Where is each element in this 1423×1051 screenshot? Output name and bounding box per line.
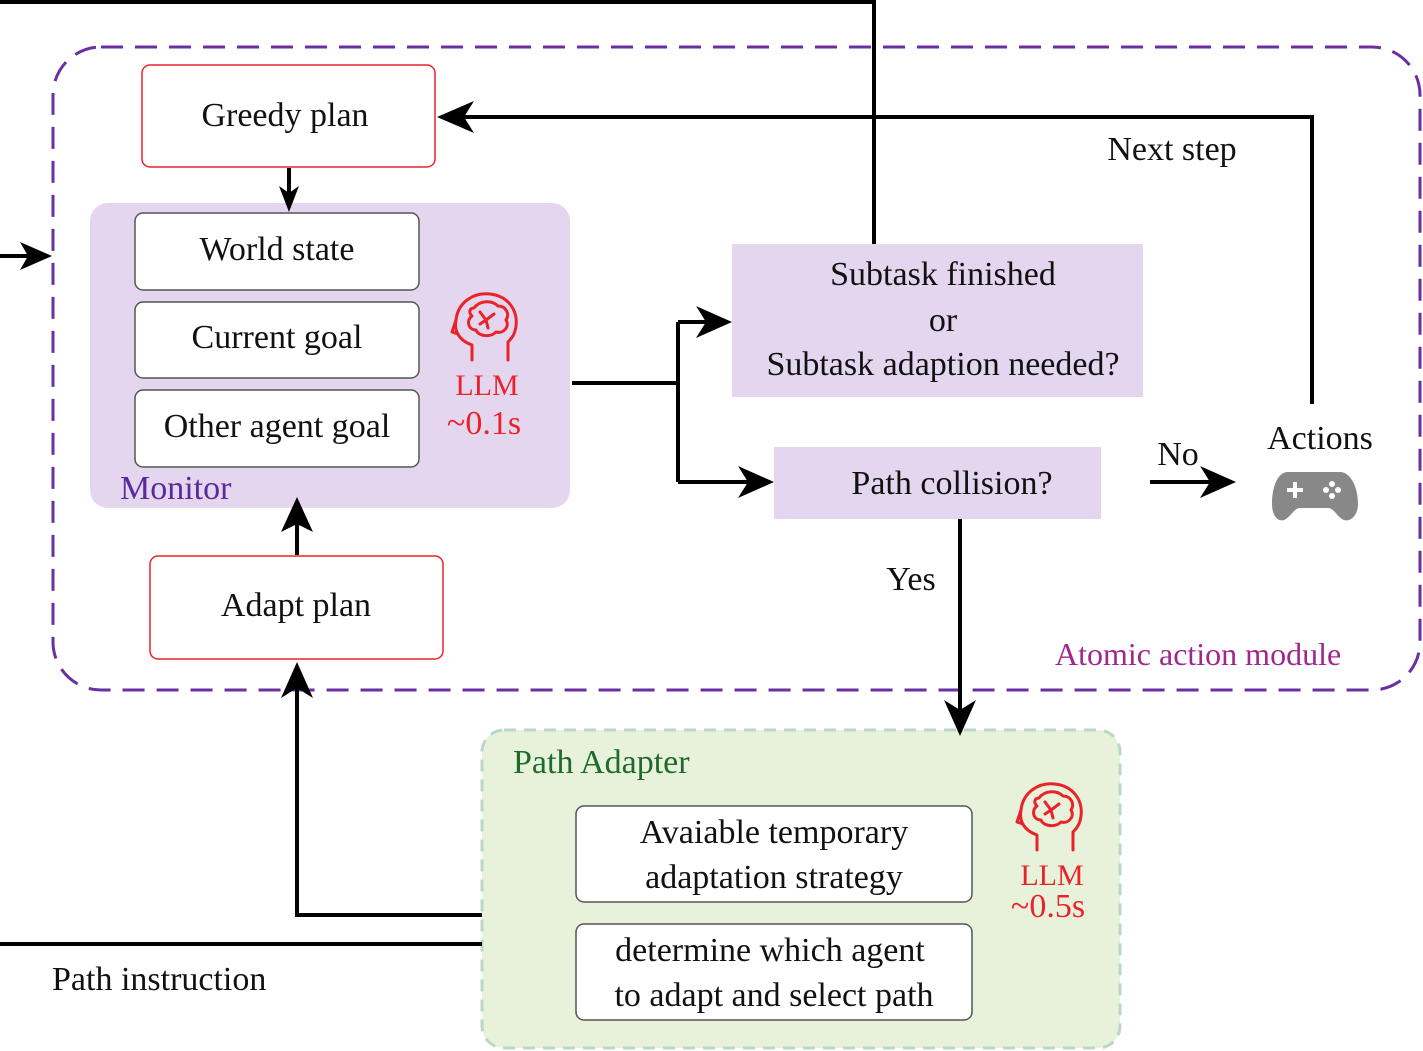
path-adapter-item-line: to adapt and select path (614, 977, 933, 1014)
arrowhead (281, 497, 313, 532)
monitor-llm-latency: ~0.1s (447, 405, 521, 442)
arrowhead (944, 700, 976, 736)
greedy-plan-label: Greedy plan (201, 97, 368, 134)
arrowhead (437, 101, 474, 133)
yes-label: Yes (886, 561, 935, 598)
monitor-label: Monitor (120, 470, 232, 507)
path-adapter-item-line: determine which agent (615, 932, 925, 969)
adapt-plan-box: Adapt plan (149, 555, 444, 660)
path-adapter-item-line: Avaiable temporary (640, 814, 908, 851)
brain-head-icon (450, 292, 518, 362)
arrowhead (738, 466, 774, 498)
subtask-decision-line: or (929, 302, 958, 339)
atomic-action-module: Atomic action module (51, 45, 1422, 692)
path-adapter-item-line: adaptation strategy (645, 859, 903, 896)
path-adapter-label: Path Adapter (513, 744, 690, 781)
monitor-item-world-state: World state (134, 212, 420, 291)
arrowhead (696, 306, 732, 338)
arrowhead (281, 662, 313, 698)
path-instruction-label: Path instruction (52, 961, 266, 998)
path-adapter-item-strategy: Avaiable temporary adaptation strategy (575, 805, 973, 903)
brain-head-icon (1015, 782, 1083, 852)
subtask-decision-line: Subtask adaption needed? (766, 346, 1119, 383)
path-collision-label: Path collision? (851, 465, 1052, 502)
path-adapter-llm: LLM ~0.5s (1011, 782, 1085, 925)
monitor-item-label: Other agent goal (164, 408, 391, 445)
no-label: No (1157, 436, 1199, 473)
monitor-item-other-agent-goal: Other agent goal (134, 389, 420, 468)
greedy-plan-box: Greedy plan (141, 64, 436, 168)
monitor-item-current-goal: Current goal (134, 301, 420, 379)
monitor-llm: LLM ~0.1s (447, 292, 521, 442)
monitor-item-label: Current goal (192, 319, 363, 356)
monitor-item-label: World state (200, 231, 355, 268)
next-step-label: Next step (1107, 131, 1236, 168)
arrowhead (279, 186, 299, 212)
actions-node: Actions (1267, 420, 1373, 521)
path-adapter-item-select-path: determine which agent to adapt and selec… (575, 923, 973, 1021)
atomic-action-module-label: Atomic action module (1055, 636, 1341, 672)
subtask-decision-box: Subtask finished or Subtask adaption nee… (732, 244, 1143, 397)
connector-monitor-branch (572, 320, 750, 484)
connector-next-step (462, 115, 1314, 404)
connector-adapter-to-adapt (295, 686, 482, 917)
arrowhead (20, 242, 52, 270)
actions-label: Actions (1267, 420, 1373, 457)
subtask-decision-line: Subtask finished (830, 256, 1056, 293)
connector-subtask-to-top (0, 0, 876, 244)
monitor-llm-label: LLM (455, 369, 518, 402)
arrowhead (1200, 466, 1236, 498)
path-adapter-llm-label: LLM (1020, 859, 1083, 892)
adapt-plan-label: Adapt plan (221, 587, 371, 624)
path-collision-box: Path collision? (774, 447, 1101, 519)
path-adapter-llm-latency: ~0.5s (1011, 888, 1085, 925)
gamepad-icon (1272, 472, 1358, 521)
